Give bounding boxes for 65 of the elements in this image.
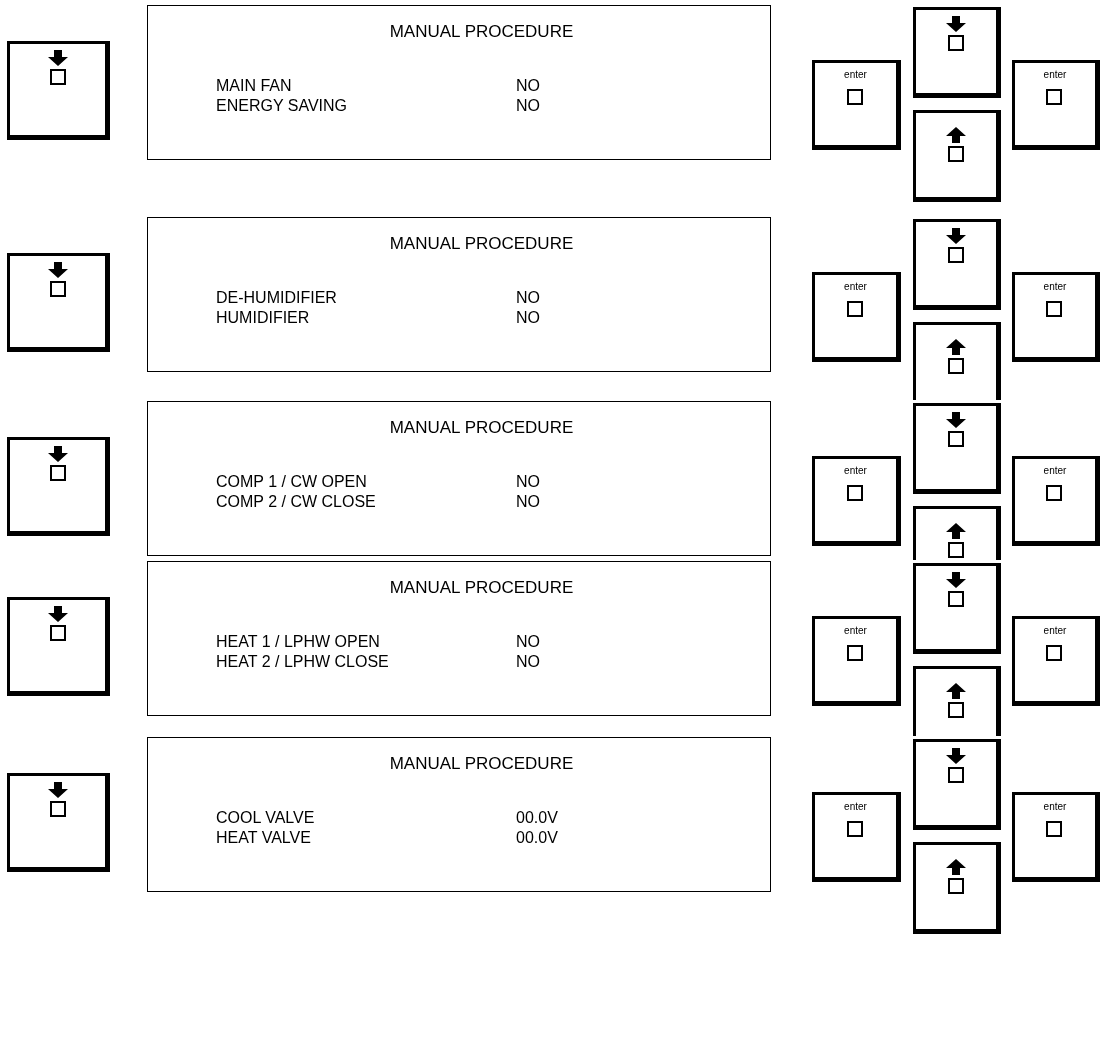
down-arrow-key bbox=[913, 403, 1001, 494]
key-label: enter bbox=[843, 281, 868, 292]
display-screen bbox=[147, 737, 771, 892]
display-screen bbox=[147, 401, 771, 556]
key-label: enter bbox=[843, 465, 868, 476]
setting-label: HEAT 2 / LPHW CLOSE bbox=[216, 652, 389, 671]
down-arrow-key bbox=[7, 597, 110, 696]
screen-title: MANUAL PROCEDURE bbox=[388, 754, 575, 774]
display-screen bbox=[147, 5, 771, 160]
down-arrow-key bbox=[7, 773, 110, 872]
key-label: enter bbox=[843, 625, 868, 636]
key-label: enter bbox=[1042, 281, 1068, 292]
up-arrow-key bbox=[913, 506, 1001, 560]
setting-value: 00.0V bbox=[516, 808, 558, 827]
enter-key bbox=[812, 792, 901, 882]
down-arrow-key bbox=[7, 437, 110, 536]
setting-label: HEAT VALVE bbox=[216, 828, 311, 847]
down-arrow-key bbox=[913, 7, 1001, 98]
setting-value: 00.0V bbox=[516, 828, 558, 847]
up-arrow-key bbox=[913, 110, 1001, 202]
enter-key bbox=[812, 60, 901, 150]
screen-title: MANUAL PROCEDURE bbox=[388, 22, 575, 42]
enter-key bbox=[1012, 616, 1100, 706]
setting-label: MAIN FAN bbox=[216, 76, 292, 95]
display-screen bbox=[147, 561, 771, 716]
up-arrow-key bbox=[913, 322, 1001, 400]
enter-key bbox=[1012, 792, 1100, 882]
enter-key bbox=[1012, 60, 1100, 150]
setting-value: NO bbox=[516, 308, 540, 327]
setting-label: COMP 1 / CW OPEN bbox=[216, 472, 367, 491]
screen-title: MANUAL PROCEDURE bbox=[388, 578, 575, 598]
down-arrow-key bbox=[913, 739, 1001, 830]
setting-value: NO bbox=[516, 632, 540, 651]
up-arrow-key bbox=[913, 842, 1001, 934]
screen-title: MANUAL PROCEDURE bbox=[388, 234, 575, 254]
setting-label: HUMIDIFIER bbox=[216, 308, 310, 327]
setting-value: NO bbox=[516, 492, 540, 511]
key-label: enter bbox=[843, 69, 868, 80]
key-label: enter bbox=[843, 801, 868, 812]
setting-value: NO bbox=[516, 76, 540, 95]
screen-title: MANUAL PROCEDURE bbox=[388, 418, 575, 438]
key-label: enter bbox=[1042, 625, 1068, 636]
setting-value: NO bbox=[516, 96, 540, 115]
down-arrow-key bbox=[913, 563, 1001, 654]
key-label: enter bbox=[1042, 69, 1068, 80]
setting-label: HEAT 1 / LPHW OPEN bbox=[216, 632, 380, 651]
enter-key bbox=[812, 272, 901, 362]
key-label: enter bbox=[1042, 801, 1068, 812]
key-label: enter bbox=[1042, 465, 1068, 476]
display-screen bbox=[147, 217, 771, 372]
setting-label: ENERGY SAVING bbox=[216, 96, 347, 115]
setting-value: NO bbox=[516, 472, 540, 491]
enter-key bbox=[812, 456, 901, 546]
enter-key bbox=[1012, 456, 1100, 546]
down-arrow-key bbox=[913, 219, 1001, 310]
setting-value: NO bbox=[516, 288, 540, 307]
enter-key bbox=[812, 616, 901, 706]
down-arrow-key bbox=[7, 41, 110, 140]
setting-label: DE-HUMIDIFIER bbox=[216, 288, 337, 307]
setting-label: COMP 2 / CW CLOSE bbox=[216, 492, 376, 511]
down-arrow-key bbox=[7, 253, 110, 352]
setting-value: NO bbox=[516, 652, 540, 671]
enter-key bbox=[1012, 272, 1100, 362]
setting-label: COOL VALVE bbox=[216, 808, 315, 827]
up-arrow-key bbox=[913, 666, 1001, 736]
